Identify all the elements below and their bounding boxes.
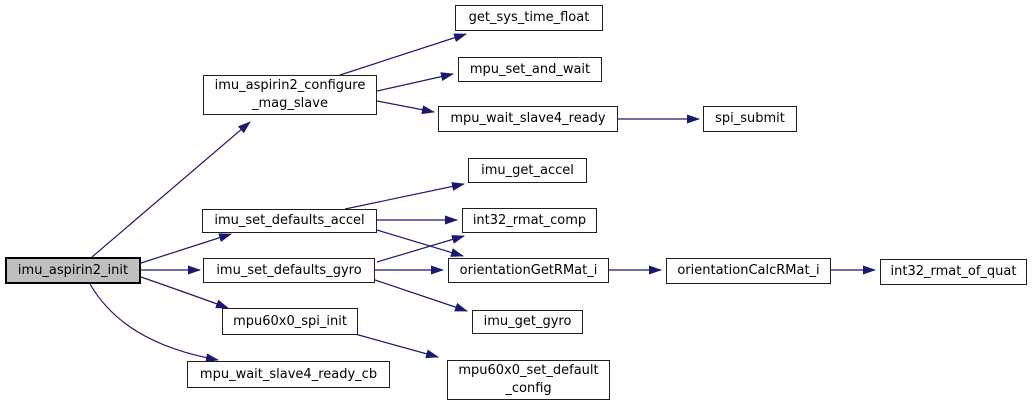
node-mpu-set-and-wait[interactable]: mpu_set_and_wait <box>458 57 602 82</box>
edge-configure-to-mpu-wait-slave4-ready <box>376 100 435 115</box>
node-spi-submit[interactable]: spi_submit <box>703 106 797 132</box>
node-int32-rmat-comp[interactable]: int32_rmat_comp <box>462 208 597 233</box>
edge-accel-to-orientation-getrmat <box>376 229 464 257</box>
edge-init-to-mpu60x0-spi-init <box>140 276 229 309</box>
node-mpu-wait-slave4-ready[interactable]: mpu_wait_slave4_ready <box>438 106 618 132</box>
edge-init-to-configure-mag-slave <box>91 121 251 258</box>
node-imu-aspirin2-configure-mag-slave[interactable]: imu_aspirin2_configure _mag_slave <box>203 75 377 115</box>
node-mpu60x0-set-default-config[interactable]: mpu60x0_set_default _config <box>447 360 610 400</box>
edge-spi-init-to-set-default-config <box>354 333 439 359</box>
node-imu-get-gyro[interactable]: imu_get_gyro <box>472 310 583 334</box>
node-mpu60x0-spi-init[interactable]: mpu60x0_spi_init <box>222 308 358 335</box>
edge-configure-to-mpu-set-and-wait <box>376 72 454 92</box>
edge-accel-to-imu-get-accel <box>344 182 465 210</box>
node-get-sys-time-float[interactable]: get_sys_time_float <box>455 5 603 31</box>
node-imu-set-defaults-gyro[interactable]: imu_set_defaults_gyro <box>203 258 375 283</box>
node-mpu-wait-slave4-ready-cb[interactable]: mpu_wait_slave4_ready_cb <box>187 361 390 388</box>
node-orientation-getrmat-i[interactable]: orientationGetRMat_i <box>448 258 609 283</box>
edge-init-to-mpu-wait-slave4-ready-cb <box>89 283 219 363</box>
edge-gyro-to-imu-get-gyro <box>374 279 468 312</box>
node-imu-get-accel[interactable]: imu_get_accel <box>468 158 587 183</box>
edge-gyro-to-int32-rmat-comp <box>376 235 465 263</box>
node-imu-set-defaults-accel[interactable]: imu_set_defaults_accel <box>202 209 377 233</box>
node-orientation-calcrmat-i[interactable]: orientationCalcRMat_i <box>666 258 831 284</box>
node-imu-aspirin2-init[interactable]: imu_aspirin2_init <box>5 257 141 284</box>
edge-init-to-set-defaults-accel <box>140 233 232 264</box>
node-int32-rmat-of-quat[interactable]: int32_rmat_of_quat <box>880 259 1027 285</box>
edge-configure-to-get-sys-time-float <box>339 33 467 76</box>
